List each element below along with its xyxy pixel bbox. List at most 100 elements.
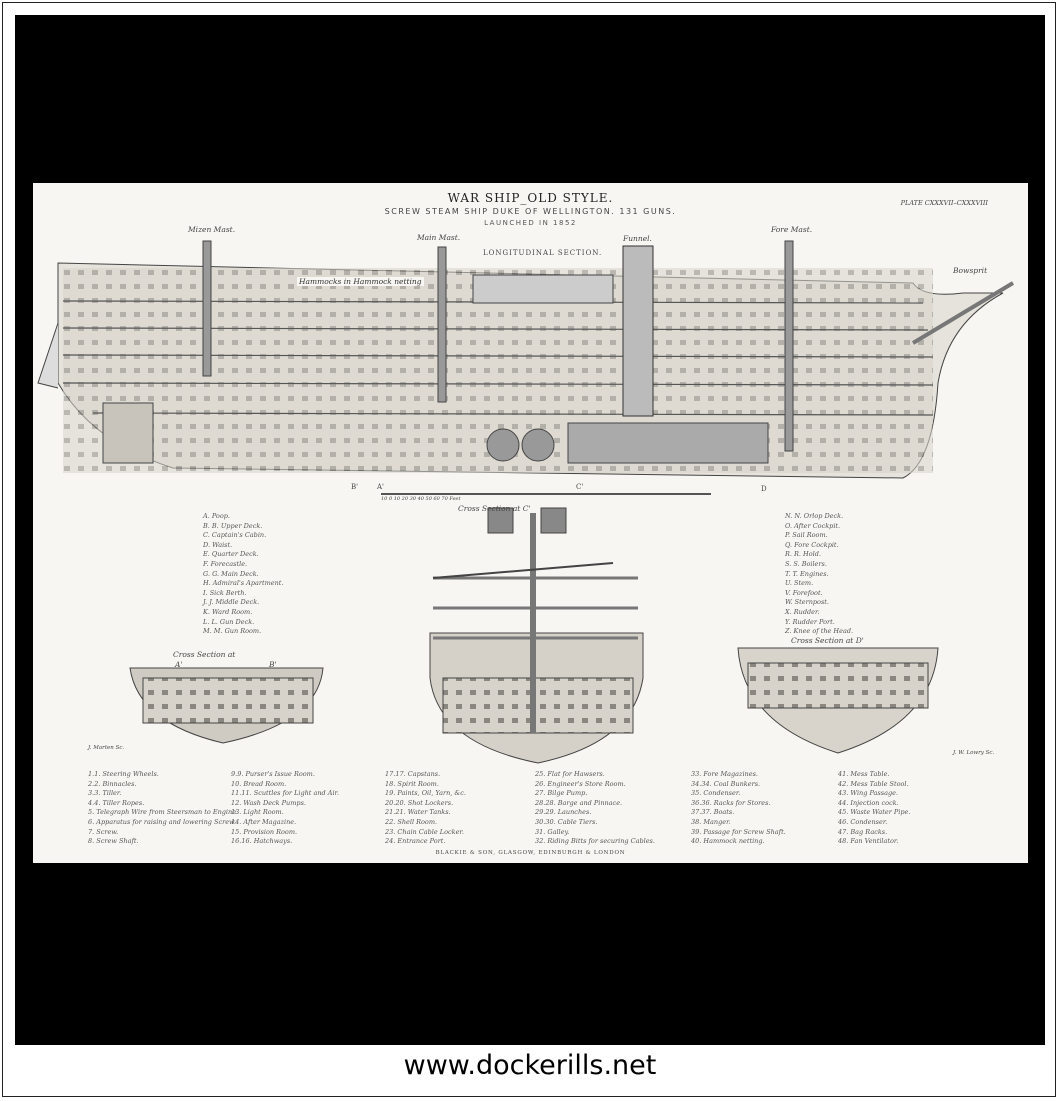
legend-entry: A. Poop.: [203, 512, 230, 520]
legend-entry: 18. Spirit Room.: [385, 779, 439, 788]
scale-bar: 10 0 10 20 30 40 50 60 70 Feet: [381, 493, 711, 502]
legend-letters-right: N. N. Orlop Deck.O. After Cockpit.P. Sai…: [785, 512, 853, 637]
legend-entry: 41. Mess Table.: [838, 770, 890, 778]
cross-section-ab: [129, 667, 324, 744]
legend-entry: 27. Bilge Pump.: [535, 789, 588, 798]
legend-entry: F. Forecastle.: [203, 559, 248, 568]
fore-mast-label: Fore Mast.: [771, 225, 813, 234]
legend-entry: 14. After Magazine.: [231, 817, 297, 826]
legend-entry: 10. Bread Room.: [231, 779, 287, 788]
legend-entry: D. Waist.: [203, 540, 233, 549]
plate-subtitle: SCREW STEAM SHIP DUKE OF WELLINGTON. 131…: [384, 207, 677, 216]
legend-numbers-col-2: 9.9. Purser's Issue Room.10. Bread Room.…: [231, 770, 339, 847]
legend-numbers-col-4: 25. Flat for Hawsers.26. Engineer's Stor…: [535, 770, 655, 847]
legend-entry: P. Sail Room.: [785, 531, 828, 540]
legend-entry: 32. Riding Bitts for securing Cables.: [535, 837, 655, 846]
legend-numbers-col-1: 1.1. Steering Wheels.2.2. Binnacles.3.3.…: [88, 770, 238, 847]
main-mast-label: Main Mast.: [417, 233, 461, 242]
legend-entry: J. J. Middle Deck.: [203, 598, 260, 607]
legend-entry: 36.36. Racks for Stores.: [691, 798, 771, 807]
cross-section-ab-label: Cross Section at: [173, 650, 236, 659]
legend-entry: 3.3. Tiller.: [88, 789, 122, 798]
legend-entry: 20.20. Shot Lockers.: [385, 798, 454, 807]
legend-entry: 17.17. Capstans.: [385, 770, 441, 778]
legend-entry: 35. Condenser.: [691, 789, 741, 798]
legend-entry: Z. Knee of the Head.: [785, 627, 854, 636]
legend-entry: 6. Apparatus for raising and lowering Sc…: [88, 817, 236, 826]
legend-entry: Q. Fore Cockpit.: [785, 540, 839, 549]
longitudinal-section: [37, 240, 1015, 479]
legend-entry: W. Sternpost.: [785, 598, 829, 607]
legend-entry: K. Ward Room.: [203, 607, 253, 616]
section-mark-c: C': [576, 483, 584, 491]
legend-entry: 12. Wash Deck Pumps.: [231, 798, 306, 807]
legend-entry: 16.16. Hatchways.: [231, 837, 293, 846]
legend-numbers-col-6: 41. Mess Table.42. Mess Table Stool.43. …: [838, 770, 910, 847]
plate-title: WAR SHIP_OLD STYLE.: [447, 191, 614, 205]
mizen-mast-label: Mizen Mast.: [188, 225, 236, 234]
engraver-right: J. W. Lowry Sc.: [953, 750, 995, 756]
legend-entry: 42. Mess Table Stool.: [838, 779, 909, 788]
legend-entry: 29.29. Launches.: [535, 808, 592, 817]
legend-numbers-col-5: 33. Fore Magazines.34.34. Coal Bunkers.3…: [691, 770, 786, 847]
cross-section-c: [429, 507, 644, 764]
legend-entry: 26. Engineer's Store Room.: [535, 779, 626, 788]
legend-entry: 9.9. Purser's Issue Room.: [231, 770, 315, 778]
legend-entry: 43. Wing Passage.: [838, 789, 899, 798]
legend-entry: 1.1. Steering Wheels.: [88, 770, 159, 778]
legend-entry: U. Stem.: [785, 579, 814, 588]
legend-numbers-col-3: 17.17. Capstans.18. Spirit Room.19. Pain…: [385, 770, 466, 847]
section-b-mark: B': [269, 660, 277, 669]
legend-entry: R. R. Hold.: [785, 550, 821, 559]
legend-entry: 13. Light Room.: [231, 808, 284, 817]
legend-entry: E. Quarter Deck.: [203, 550, 259, 559]
legend-entry: M. M. Gun Room.: [203, 627, 262, 636]
legend-entry: 37.37. Boats.: [691, 808, 735, 817]
legend-entry: S. S. Boilers.: [785, 559, 827, 568]
bowsprit-label: Bowsprit: [953, 266, 988, 275]
legend-entry: 30.30. Cable Tiers.: [535, 817, 598, 826]
longitudinal-section-label: LONGITUDINAL SECTION.: [483, 249, 603, 257]
legend-entry: 46. Condenser.: [838, 817, 888, 826]
legend-entry: 39. Passage for Screw Shaft.: [691, 827, 786, 836]
section-mark-b: B': [351, 483, 359, 491]
legend-entry: 25. Flat for Hawsers.: [535, 770, 605, 778]
engraving-plate: WAR SHIP_OLD STYLE. SCREW STEAM SHIP DUK…: [33, 183, 1028, 863]
legend-entry: 38. Manger.: [691, 817, 731, 826]
legend-entry: 11.11. Scuttles for Light and Air.: [231, 789, 340, 798]
legend-entry: L. L. Gun Deck.: [203, 617, 255, 626]
hammocks-label: Hammocks in Hammock netting: [297, 277, 424, 286]
section-mark-d: D: [761, 485, 767, 493]
legend-entry: 33. Fore Magazines.: [691, 770, 758, 778]
legend-entry: H. Admiral's Apartment.: [203, 579, 284, 588]
legend-entry: 44. Injection cock.: [838, 798, 899, 807]
legend-entry: 7. Screw.: [88, 827, 119, 836]
plate-number: PLATE CXXXVII–CXXXVIII: [900, 199, 988, 207]
legend-entry: B. B. Upper Deck.: [203, 521, 263, 530]
legend-entry: O. After Cockpit.: [785, 521, 841, 530]
cross-section-d-label: Cross Section at D': [791, 636, 864, 645]
legend-entry: 22. Shell Room.: [385, 817, 438, 826]
legend-entry: 24. Entrance Port.: [385, 837, 446, 846]
publisher-line: BLACKIE & SON, GLASGOW, EDINBURGH & LOND…: [435, 850, 626, 856]
legend-entry: 28.28. Barge and Pinnace.: [535, 798, 623, 807]
legend-entry: 40. Hammock netting.: [691, 837, 765, 846]
legend-entry: 5. Telegraph Wire from Steersman to Engi…: [88, 808, 239, 817]
legend-entry: X. Rudder.: [785, 607, 820, 616]
legend-entry: 21.21. Water Tanks.: [385, 808, 451, 817]
legend-entry: 47. Bag Racks.: [838, 827, 888, 836]
legend-entry: 34.34. Coal Bunkers.: [691, 779, 761, 788]
legend-entry: 2.2. Binnacles.: [88, 779, 137, 788]
cross-section-d: [737, 647, 939, 754]
website-watermark: www.dockerills.net: [403, 1050, 657, 1081]
section-mark-a: A': [377, 483, 384, 491]
legend-entry: 15. Provision Room.: [231, 827, 298, 836]
legend-entry: 45. Waste Water Pipe.: [838, 808, 911, 817]
legend-entry: G. G. Main Deck.: [203, 569, 259, 578]
engraver-left: J. Marten Sc.: [88, 745, 125, 751]
legend-entry: 8. Screw Shaft.: [88, 837, 139, 846]
cross-section-c-label: Cross Section at C': [458, 504, 531, 513]
section-a-mark: A': [175, 660, 183, 669]
funnel-label: Funnel.: [623, 234, 652, 243]
